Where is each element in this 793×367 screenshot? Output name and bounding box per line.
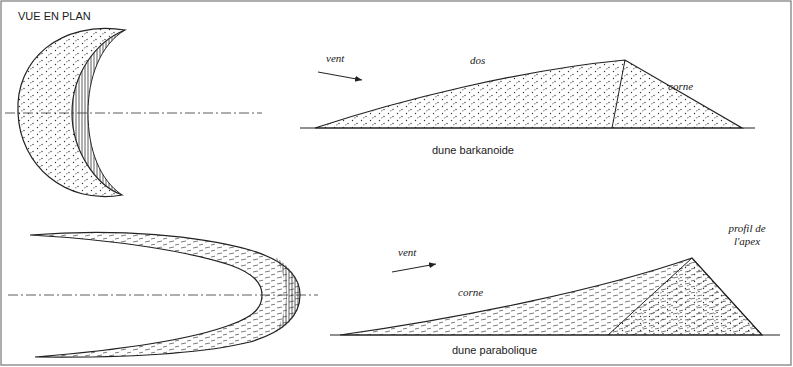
wind-label: vent (326, 52, 344, 65)
dune-caption: dune barkanoide (432, 144, 514, 157)
part-label: profil de l'apex (716, 222, 778, 247)
view-heading: VUE EN PLAN (18, 10, 91, 23)
part-label: dos (470, 54, 485, 67)
wind-label: vent (398, 246, 416, 259)
part-label: corne (458, 286, 483, 299)
part-label: corne (668, 80, 693, 93)
dune-caption: dune parabolique (452, 344, 537, 357)
